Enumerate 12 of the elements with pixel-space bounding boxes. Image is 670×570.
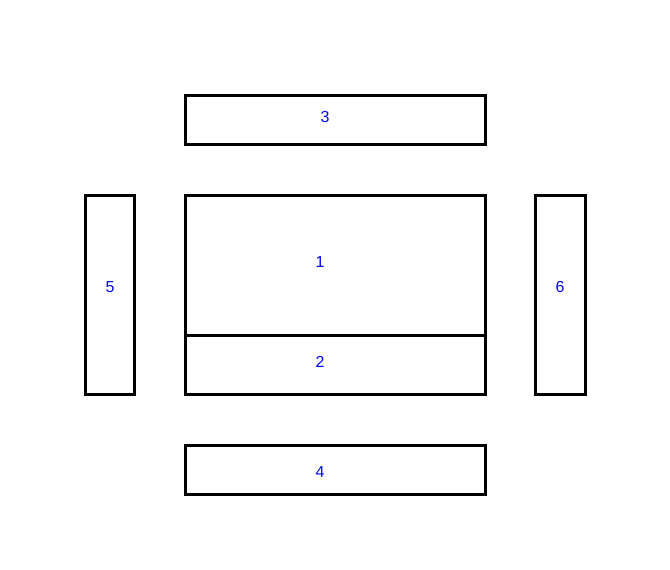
- rectangle-box: [184, 194, 487, 337]
- number-label: 4: [316, 464, 324, 482]
- number-label: 1: [316, 254, 324, 272]
- number-label: 5: [106, 279, 114, 297]
- rectangle-box: [84, 194, 136, 396]
- number-label: 2: [316, 354, 324, 372]
- rectangle-box: [534, 194, 587, 396]
- rectangle-box: [184, 334, 487, 396]
- number-label: 6: [556, 279, 564, 297]
- rectangle-box: [184, 444, 487, 496]
- number-label: 3: [320, 109, 330, 127]
- rectangle-box: [184, 94, 487, 146]
